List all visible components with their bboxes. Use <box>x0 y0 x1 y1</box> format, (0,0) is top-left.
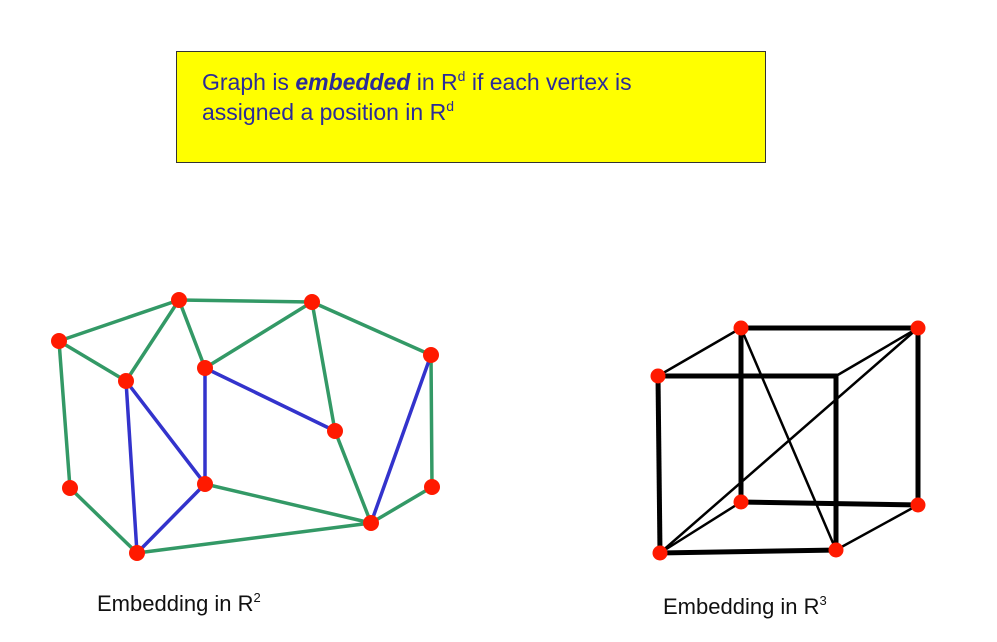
callout-emphasis: embedded <box>295 69 411 95</box>
cube-vertex <box>828 542 844 558</box>
caption-superscript: 2 <box>253 590 261 605</box>
graph-vertex <box>424 479 440 495</box>
graph-edge <box>124 379 207 486</box>
vertices-r2 <box>51 292 440 561</box>
caption-text: Embedding in R <box>97 591 254 616</box>
cube-vertex <box>910 320 926 336</box>
graph-vertex <box>171 292 187 308</box>
cube-edge <box>834 503 920 552</box>
graph-vertex <box>363 515 379 531</box>
graph-edge <box>57 339 128 383</box>
planar-graph-r2 <box>51 292 440 561</box>
graph-edge <box>57 339 72 490</box>
graph-vertex <box>118 373 134 389</box>
blue-edges <box>124 353 433 555</box>
definition-callout: Graph is embedded in Rd if each vertex i… <box>176 51 766 163</box>
cube-vertex <box>910 497 926 513</box>
graph-edge <box>333 429 373 525</box>
graph-vertex <box>62 480 78 496</box>
cube-vertex <box>733 494 749 510</box>
caption-superscript: 3 <box>819 593 827 608</box>
callout-text: assigned a position in R <box>202 99 447 125</box>
callout-line-1: Graph is embedded in Rd if each vertex i… <box>202 67 765 97</box>
cube-vertex <box>733 320 749 336</box>
graph-vertex <box>129 545 145 561</box>
cube-edge <box>656 326 743 378</box>
caption-r3: Embedding in R3 <box>663 594 827 620</box>
thin-edges <box>656 326 920 555</box>
graph-vertex <box>304 294 320 310</box>
graph-edge <box>68 486 139 555</box>
callout-superscript: d <box>446 98 455 114</box>
graph-edge <box>369 353 433 525</box>
graph-edge <box>429 353 434 489</box>
caption-text: Embedding in R <box>663 594 820 619</box>
callout-text: Graph is <box>202 69 296 95</box>
vertices-r3 <box>650 320 926 561</box>
graph-edge <box>203 366 337 433</box>
graph-edge <box>124 379 139 555</box>
cube-edge <box>657 547 839 556</box>
cube-vertex <box>650 368 666 384</box>
graph-vertex <box>423 347 439 363</box>
graph-edge <box>135 521 373 555</box>
caption-r2: Embedding in R2 <box>97 591 261 617</box>
graph-edge <box>310 300 433 357</box>
cube-vertex <box>652 545 668 561</box>
cube-diagonal <box>658 326 920 555</box>
callout-superscript: d <box>457 68 466 84</box>
cube-edge <box>658 500 743 555</box>
graph-vertex <box>197 360 213 376</box>
graph-vertex <box>327 423 343 439</box>
graph-edge <box>57 298 181 343</box>
cube-edge <box>834 326 920 378</box>
graph-edge <box>369 485 434 525</box>
cube-edge <box>655 373 663 556</box>
thick-edges <box>655 325 921 556</box>
graph-edge <box>203 482 373 525</box>
green-edges <box>57 298 434 555</box>
graph-edge <box>310 300 337 433</box>
cube-graph-r3 <box>650 320 926 561</box>
callout-text: if each vertex is <box>465 69 632 95</box>
graph-edge <box>177 298 207 370</box>
graph-edge <box>177 298 314 304</box>
graph-vertex <box>197 476 213 492</box>
cube-edge <box>738 499 921 508</box>
graph-vertex <box>51 333 67 349</box>
cube-diagonal <box>739 326 838 552</box>
callout-line-2: assigned a position in Rd <box>202 97 765 127</box>
graph-edge <box>203 300 314 370</box>
callout-text: in R <box>410 69 458 95</box>
graph-edge <box>124 298 181 383</box>
graph-edge <box>135 482 207 555</box>
